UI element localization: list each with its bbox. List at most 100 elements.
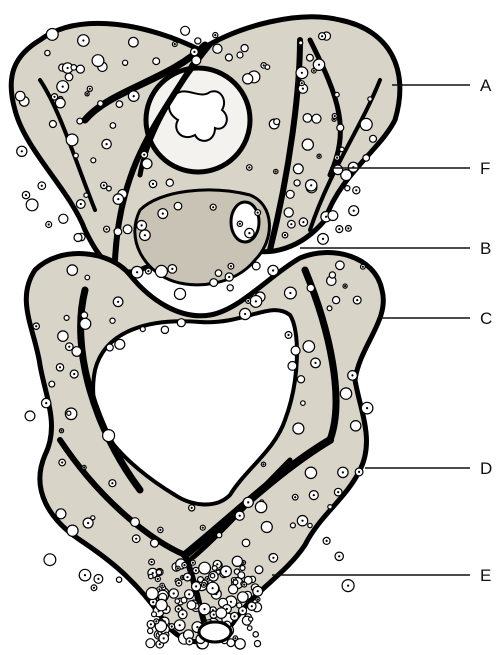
cell-nucleus [212, 206, 214, 208]
cell-nucleus [68, 346, 70, 348]
cell-nucleus [25, 194, 27, 196]
cell [77, 118, 83, 124]
cell-nucleus [178, 582, 180, 584]
cell [240, 566, 245, 571]
cell-nucleus [171, 268, 173, 270]
cell-nucleus [41, 185, 43, 187]
cell [243, 74, 253, 84]
cell-nucleus [226, 608, 228, 610]
cell-nucleus [35, 325, 37, 327]
cell-nucleus [93, 587, 95, 589]
cell [67, 265, 77, 275]
cell-nucleus [230, 601, 232, 603]
cell [56, 509, 66, 519]
cell-nucleus [186, 576, 188, 578]
cell [301, 401, 306, 406]
cell-nucleus [213, 614, 215, 616]
cell-nucleus [48, 223, 50, 225]
cell [92, 55, 104, 67]
cell-nucleus [89, 88, 91, 90]
cell-nucleus [284, 234, 286, 236]
cell-nucleus [301, 82, 303, 84]
cell-nucleus [195, 569, 197, 571]
cell [129, 37, 139, 47]
cell [329, 272, 335, 278]
cell-nucleus [188, 593, 190, 595]
cell [49, 121, 56, 128]
cell-nucleus [171, 625, 173, 627]
cell-nucleus [344, 285, 346, 287]
cell [161, 326, 168, 333]
cell-nucleus [135, 538, 137, 540]
cell [286, 190, 294, 198]
cell-nucleus [159, 643, 161, 645]
cell-nucleus [106, 143, 108, 145]
cell [140, 327, 145, 332]
cell [299, 41, 303, 45]
cell [195, 38, 201, 44]
cell-nucleus [144, 234, 146, 236]
cell-nucleus [355, 189, 357, 191]
cell-nucleus [151, 561, 153, 563]
cell-nucleus [310, 184, 312, 186]
cell [153, 58, 160, 65]
cell [237, 52, 243, 58]
cell [340, 147, 345, 152]
cell-nucleus [133, 95, 135, 97]
cell [290, 523, 295, 528]
cell-nucleus [353, 210, 355, 212]
cell [58, 331, 68, 341]
cell [114, 228, 122, 236]
cell-nucleus [275, 170, 277, 172]
cell [255, 501, 266, 512]
cell-nucleus [161, 584, 163, 586]
cell [72, 347, 82, 357]
cell [116, 101, 123, 108]
cell [76, 65, 84, 73]
cell-nucleus [212, 587, 214, 589]
cell-nucleus [177, 567, 179, 569]
cell [156, 570, 161, 575]
cell-nucleus [158, 588, 160, 590]
cell-nucleus [196, 626, 198, 628]
cell-nucleus [195, 585, 197, 587]
cell-nucleus [177, 608, 179, 610]
cell-nucleus [206, 578, 208, 580]
cell [249, 617, 253, 621]
cell-nucleus [162, 213, 164, 215]
cell-nucleus [362, 266, 364, 268]
cell [307, 54, 314, 61]
cell [66, 134, 78, 146]
cell [305, 467, 316, 478]
cell-nucleus [233, 615, 235, 617]
cell [333, 165, 343, 175]
cell [336, 261, 345, 270]
cell-nucleus [262, 463, 264, 465]
cell-nucleus [83, 466, 85, 468]
cell-nucleus [143, 154, 145, 156]
cell [261, 522, 272, 533]
cell [110, 318, 115, 323]
cell [74, 234, 82, 242]
cell-nucleus [302, 88, 304, 90]
cell-nucleus [301, 520, 303, 522]
cell [303, 341, 315, 353]
cell [252, 262, 260, 270]
cell [265, 65, 270, 70]
cell-nucleus [322, 238, 324, 240]
cell [80, 318, 91, 329]
cell-nucleus [325, 216, 327, 218]
cell-nucleus [287, 334, 289, 336]
cell-nucleus [336, 157, 338, 159]
cell [227, 285, 233, 291]
cell [103, 430, 115, 442]
cell-nucleus [255, 300, 257, 302]
cell [46, 29, 58, 41]
cell-nucleus [150, 623, 152, 625]
cell [307, 284, 314, 291]
cell [210, 279, 218, 287]
cell-nucleus [157, 578, 159, 580]
cell-nucleus [272, 557, 274, 559]
cell [303, 114, 312, 123]
